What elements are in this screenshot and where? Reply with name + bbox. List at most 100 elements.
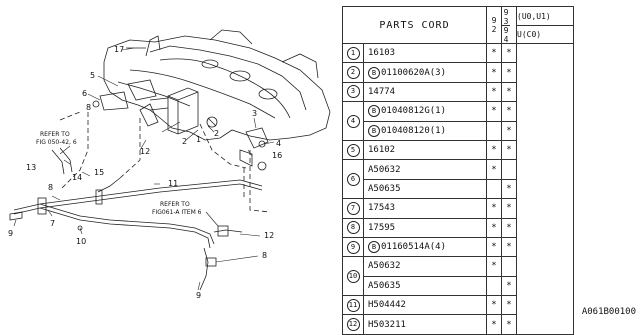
applicability-93-94: * [501,314,517,335]
callout-7: 7 [50,219,55,228]
item-number-cell: 10 [342,256,364,297]
applicability-93-94 [501,159,517,180]
applicability-93-94: * [501,62,517,83]
applicability-93-94: * [501,178,517,200]
bolt-symbol: B [368,66,380,79]
callout-4: 4 [276,139,281,148]
part-number-cell: A50635 [363,178,487,200]
applicability-93-94: * [501,81,517,103]
part-number-cell: 17543 [363,198,487,219]
callout-14: 14 [72,173,82,182]
hose-17 [145,35,161,57]
item-number: 8 [346,221,360,235]
engine-outline [103,29,331,141]
fuel-pipes [13,147,263,291]
catalog-code: A061B00100 [581,307,636,317]
item-number-cell: 7 [342,198,364,219]
parts-diagram: 17 5 6 8 1 2 2 12 3 4 16 11 15 14 13 8 7… [8,29,331,300]
applicability-92: * [486,139,502,161]
applicability-92: * [486,62,502,83]
hose-lines [59,111,271,213]
header-parts-cord: PARTS CORD [342,6,487,44]
callout-10: 10 [76,237,86,246]
item-number-cell: 11 [342,295,364,316]
header-model-uc0: U(C0) [517,29,542,39]
item-number-cell: 12 [342,314,364,335]
item-number: 4 [346,114,360,128]
applicability-92: * [486,159,502,180]
item-number-cell: 4 [342,101,364,141]
item-number: 7 [346,201,360,215]
header-model-u0u1: (U0,U1) [517,8,573,26]
applicability-93-94: * [501,139,517,161]
callout-16: 16 [272,151,282,160]
header-models: (U0,U1) U(C0) [516,6,574,44]
callout-8c: 8 [262,251,267,260]
part-number-cell: A50635 [363,275,487,297]
refer-item-line2: FIG061-A ITEM 6 [152,209,202,216]
item-number-cell: 5 [342,139,364,161]
item-number: 2 [346,66,360,80]
table-row: 10 A50632 * [342,256,574,297]
item-number: 1 [346,46,360,60]
part-number: 010408120(1) [381,125,447,136]
applicability-93-94: * [501,42,517,64]
callout-2a: 2 [182,137,187,146]
callout-8b: 8 [48,183,53,192]
item-number: 10 [346,269,360,283]
applicability-92: * [486,314,502,335]
table-row: A50635* [343,275,574,297]
header-year-93-94: 93 94 [501,6,517,44]
callout-6: 6 [82,89,87,98]
callout-9b: 9 [196,291,201,300]
part-number: A50635 [368,183,401,194]
applicability-92: * [486,295,502,316]
applicability-92: * [486,101,502,122]
header-year-92-text: 92 [491,15,497,34]
part-number: 16103 [368,48,396,59]
item-number: 5 [346,143,360,157]
callout-5: 5 [90,71,95,80]
callout-12a: 12 [140,147,150,156]
callout-3: 3 [252,109,257,118]
refer-fig-line1: REFER TO [40,131,70,138]
applicability-92 [486,178,502,200]
part-number: 17595 [368,222,396,233]
applicability-93-94: * [501,236,517,258]
applicability-92 [486,120,502,141]
header-year-94: 94 [503,25,509,44]
part-number: 01100620A(3) [381,67,447,78]
bolt-symbol: B [368,124,380,137]
part-number: A50632 [368,164,401,175]
item-number: 3 [346,85,360,99]
applicability-93-94: * [501,101,517,122]
applicability-93-94: * [501,217,517,238]
item-number: 11 [346,298,360,312]
item-number-cell: 8 [342,217,364,238]
part-number-cell: A50632 [363,256,487,277]
refer-item-line1: REFER TO [160,201,190,208]
part-number-cell: 16102 [363,139,487,161]
applicability-93-94: * [501,120,517,141]
callout-12b: 12 [264,231,274,240]
applicability-92: * [486,256,502,277]
bracket [92,79,159,127]
applicability-92: * [486,42,502,64]
item-number-cell: 9 [342,236,364,258]
part-number: A50632 [368,261,401,272]
part-number: 01040812G(1) [381,106,447,117]
item-number-cell: 3 [342,81,364,103]
